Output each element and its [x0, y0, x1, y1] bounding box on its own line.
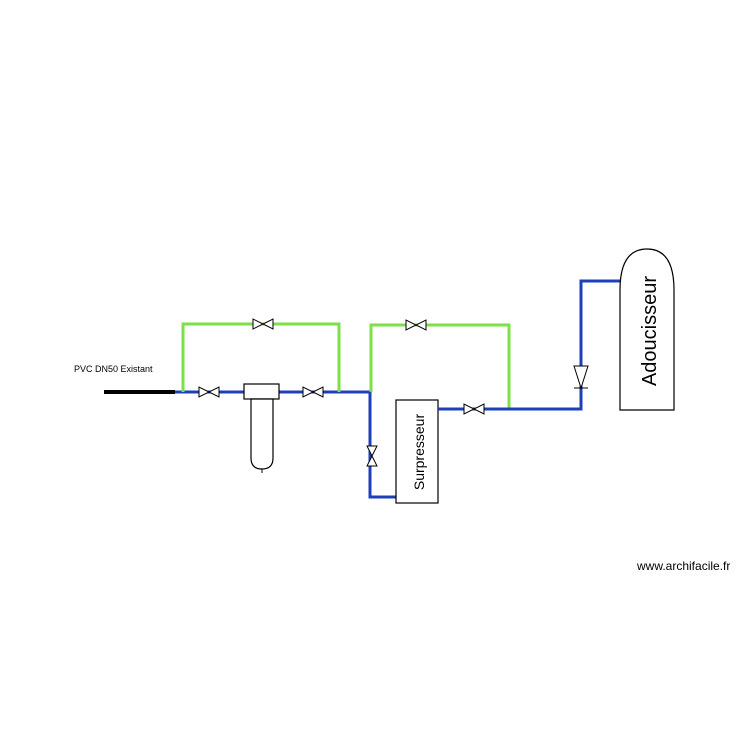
valve-icon	[198, 386, 220, 398]
valve-icon	[405, 319, 427, 331]
softener-vessel	[619, 248, 675, 411]
valve-icon	[463, 403, 485, 415]
valve-icon	[302, 386, 324, 398]
main-line-to-softener	[438, 279, 620, 411]
main-line-to-booster	[368, 392, 396, 499]
bypass-line-booster	[369, 323, 511, 409]
booster-label: Surpresseur	[411, 414, 427, 491]
filter-cartridge-icon	[243, 383, 280, 473]
softener-label: Adoucisseur	[639, 276, 661, 386]
booster-box	[395, 399, 439, 504]
valve-icon	[252, 318, 274, 330]
bypass-line-filter	[181, 322, 341, 392]
watermark-text: www.archifacile.fr	[636, 559, 730, 573]
existing-pipe-label: PVC DN50 Existant	[74, 364, 153, 374]
check-valve-icon	[573, 365, 589, 390]
valve-icon	[366, 445, 378, 467]
